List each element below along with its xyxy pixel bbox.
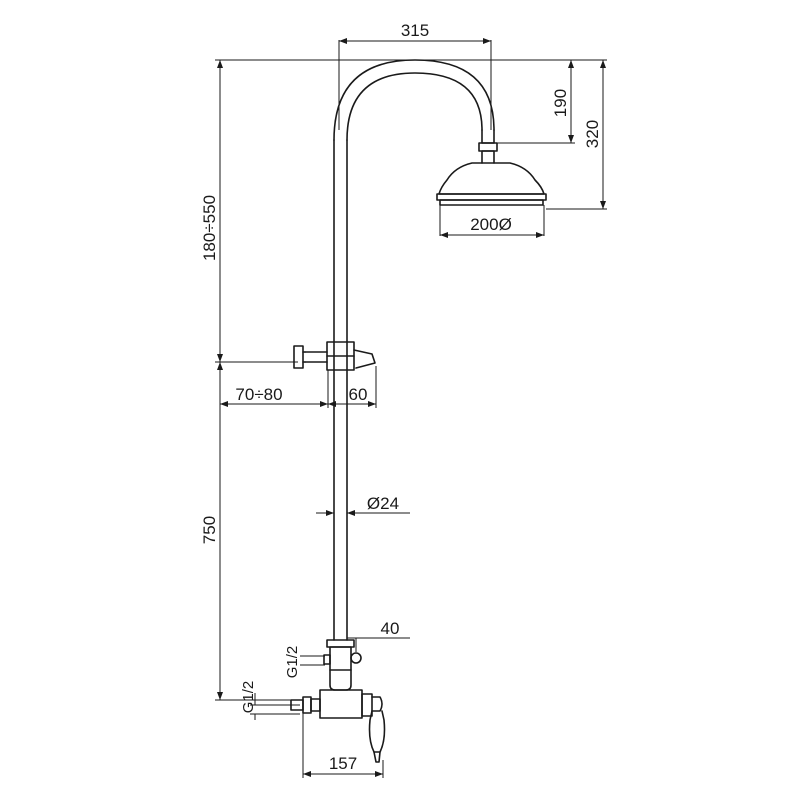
dim-pipe-diameter: Ø24 (367, 494, 399, 513)
dimension-arrows (217, 38, 606, 777)
dim-mixer-height: 750 (200, 516, 219, 544)
dim-head-diameter: 200Ø (470, 215, 512, 234)
dim-arm-width: 315 (401, 21, 429, 40)
dimension-labels: 315 190 320 200Ø 180÷550 70÷80 60 Ø24 75… (200, 21, 602, 773)
dimension-lines (215, 40, 607, 778)
dim-outlet-thread: G1/2 (284, 646, 301, 679)
dim-bracket-offset: 70÷80 (235, 385, 282, 404)
dim-inlet-thread: G1/2 (240, 681, 257, 714)
dim-total-head-height: 320 (583, 120, 602, 148)
shower-column (333, 59, 498, 641)
dim-outlet-offset: 40 (381, 619, 400, 638)
shower-head (436, 162, 547, 206)
dim-bracket-projection: 60 (349, 385, 368, 404)
mixer-valve (290, 639, 386, 763)
dim-mixer-width: 157 (329, 754, 357, 773)
dim-arm-rise: 190 (551, 89, 570, 117)
dim-column-extension: 180÷550 (200, 195, 219, 261)
wall-bracket (293, 341, 376, 371)
